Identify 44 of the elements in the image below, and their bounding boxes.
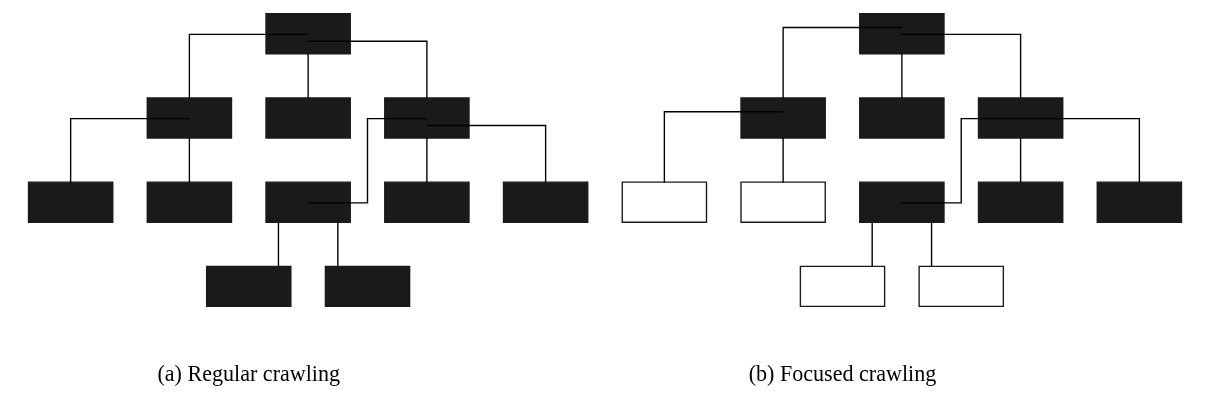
node-box (739, 97, 826, 139)
connector (1019, 117, 1140, 184)
label: (a) Regular crawling (156, 360, 340, 386)
node-box (27, 181, 113, 223)
node-box (264, 181, 351, 223)
connector (306, 117, 428, 204)
connector (900, 52, 903, 100)
connector (306, 52, 309, 100)
node-box (264, 13, 351, 55)
node-box (799, 265, 885, 308)
connector (930, 220, 932, 268)
node-box (383, 97, 470, 139)
node-box (977, 97, 1063, 139)
connector (1019, 136, 1021, 184)
node-box (858, 97, 945, 139)
connector (900, 33, 1021, 100)
connector (871, 220, 873, 268)
node-box (146, 97, 232, 139)
node-box (621, 181, 707, 223)
connector (336, 220, 338, 268)
node-box (324, 265, 410, 308)
node-box (917, 265, 1004, 308)
connector (900, 117, 1021, 204)
label: (b) Focused crawling (748, 360, 936, 386)
node-box (146, 181, 232, 223)
node-box (858, 13, 945, 55)
node-box (977, 181, 1063, 223)
node-box (1096, 181, 1182, 223)
node-box (383, 181, 470, 223)
node-box (858, 181, 945, 223)
connector (425, 124, 546, 184)
node-box (502, 181, 588, 223)
connector (277, 220, 279, 268)
node-box (205, 265, 292, 308)
node-box (264, 97, 351, 139)
connector (781, 26, 903, 100)
connector (188, 33, 309, 100)
node-box (739, 181, 826, 223)
connector (425, 136, 428, 184)
connector (663, 111, 784, 184)
connector (69, 117, 190, 184)
connector (781, 136, 784, 184)
connector (188, 136, 190, 184)
connector (306, 40, 428, 100)
